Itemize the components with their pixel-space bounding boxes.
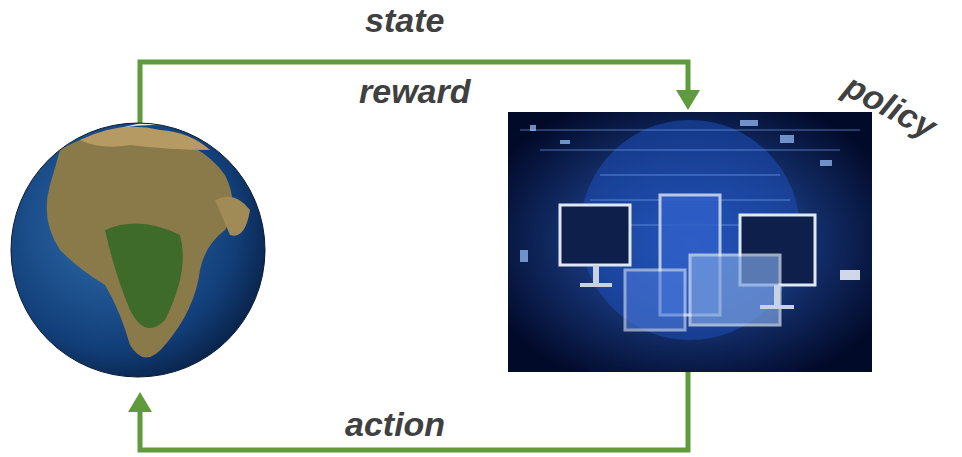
action-label: action <box>345 406 445 443</box>
arrowhead <box>128 392 152 412</box>
arrowhead <box>676 90 700 110</box>
computer-agent-picture <box>508 112 872 372</box>
reward-label: reward <box>359 73 471 110</box>
earth-globe <box>11 116 265 377</box>
state-label: state <box>365 2 444 39</box>
